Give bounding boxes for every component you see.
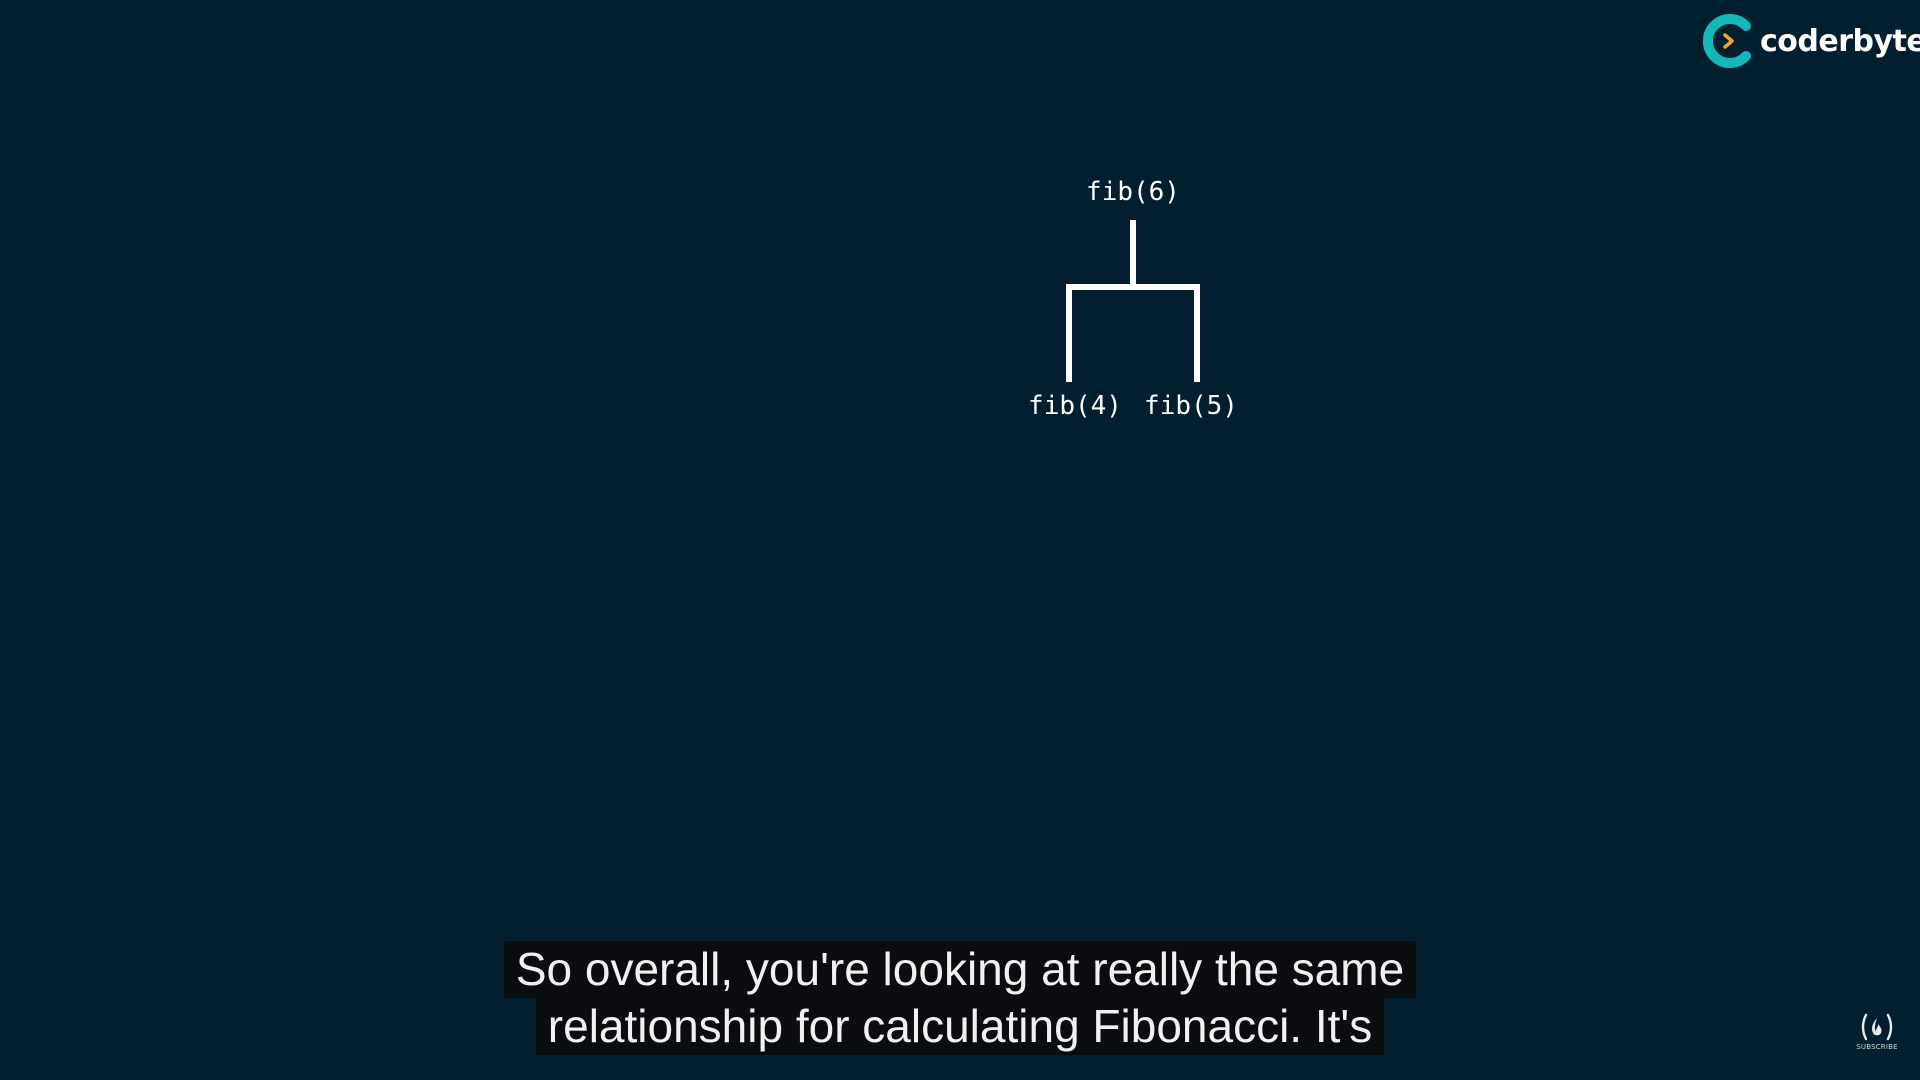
logo-wordmark: coderbyte <box>1760 23 1920 59</box>
subscribe-watermark[interactable]: SUBSCRIBE <box>1852 1012 1902 1051</box>
caption-line: So overall, you're looking at really the… <box>503 941 1417 998</box>
freecodecamp-fire-icon <box>1861 1013 1893 1041</box>
coderbyte-logo: coderbyte <box>1702 14 1920 68</box>
tree-node-left-child: fib(4) <box>1028 391 1122 421</box>
caption-box: So overall, you're looking at really the… <box>0 941 1920 1055</box>
coderbyte-logo-icon <box>1702 14 1751 68</box>
tree-node-right-child: fib(5) <box>1144 391 1238 421</box>
caption-line: relationship for calculating Fibonacci. … <box>535 998 1385 1055</box>
tree-node-root: fib(6) <box>1086 177 1180 207</box>
subscribe-label: SUBSCRIBE <box>1856 1043 1898 1051</box>
